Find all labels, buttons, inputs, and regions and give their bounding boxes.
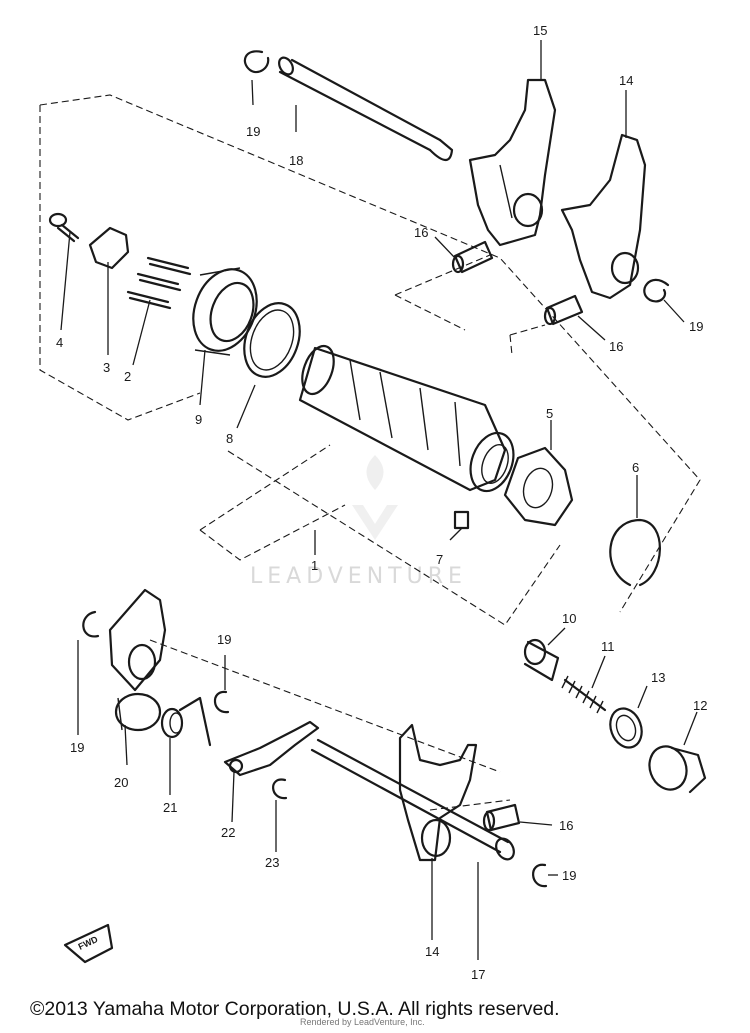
fwd-label: FWD	[77, 934, 100, 952]
callout-19-bottom: 19	[562, 868, 576, 883]
shift-cam-drum-1	[298, 344, 515, 493]
screw-4	[48, 212, 80, 243]
shift-fork-shaft-17	[310, 738, 515, 861]
shift-lever	[108, 588, 167, 692]
callout-8: 8	[226, 431, 233, 446]
callout-20: 20	[114, 775, 128, 790]
callout-11: 11	[601, 639, 615, 654]
shift-fork-shaft-18	[278, 56, 454, 162]
copyright-notice: ©2013 Yamaha Motor Corporation, U.S.A. A…	[30, 998, 560, 1020]
segment-pins-2	[126, 256, 192, 310]
callout-21: 21	[163, 800, 177, 815]
stopper-plate-5	[503, 446, 574, 527]
callout-19-top: 19	[246, 124, 260, 139]
callout-1: 1	[311, 558, 318, 573]
callout-12: 12	[693, 698, 707, 713]
plug-12	[648, 745, 707, 794]
guide-pin-16-a	[451, 240, 494, 274]
circlip-19-right	[643, 278, 670, 303]
callout-9: 9	[195, 412, 202, 427]
callout-10: 10	[562, 611, 576, 626]
callout-3: 3	[103, 360, 110, 375]
torsion-spring-21	[160, 696, 212, 747]
fwd-direction-arrow-icon: FWD	[63, 923, 114, 964]
callout-13: 13	[651, 670, 665, 685]
dowel-pin-7	[453, 510, 470, 530]
callout-22: 22	[221, 825, 235, 840]
callout-19-left: 19	[70, 740, 84, 755]
collar-20	[114, 692, 162, 732]
circlip-19-top	[243, 50, 270, 74]
callout-7: 7	[436, 552, 443, 567]
leadventure-watermark-logo	[352, 455, 398, 540]
callout-numbers: 1 2 3 4 5 6 7 8 9 10 11 12 13 14 14 15 1…	[56, 23, 707, 982]
callout-19-right: 19	[689, 319, 703, 334]
needle-bearing-9	[192, 267, 258, 356]
circlip-19-left	[82, 610, 100, 638]
callout-2: 2	[124, 369, 131, 384]
render-credit: Rendered by LeadVenture, Inc.	[300, 1017, 425, 1027]
shift-fork-14-upper	[560, 133, 647, 300]
callout-15: 15	[533, 23, 547, 38]
stopper-10	[523, 638, 560, 682]
callout-16-b: 16	[609, 339, 623, 354]
circlip-6	[609, 518, 661, 587]
assembly-boundary-lines	[39, 94, 701, 811]
shift-arm-22	[223, 720, 320, 777]
callout-leader-lines	[60, 40, 698, 960]
callout-23: 23	[265, 855, 279, 870]
callout-16-c: 16	[559, 818, 573, 833]
spring-11	[561, 675, 607, 714]
circlip-23	[272, 778, 288, 800]
callout-6: 6	[632, 460, 639, 475]
callout-16-a: 16	[414, 225, 428, 240]
callout-19-mid: 19	[217, 632, 231, 647]
shift-fork-14-lower	[398, 723, 478, 862]
callout-14-upper: 14	[619, 73, 633, 88]
shift-fork-15	[468, 78, 557, 247]
callout-14-lower: 14	[425, 944, 439, 959]
watermark-text: LEADVENTURE	[250, 564, 467, 589]
callout-4: 4	[56, 335, 63, 350]
circlip-19-bottom	[532, 863, 548, 888]
segment-plate-3	[88, 226, 130, 270]
callout-17: 17	[471, 967, 485, 982]
callout-5: 5	[546, 406, 553, 421]
callout-18: 18	[289, 153, 303, 168]
washer-8	[243, 302, 301, 378]
guide-pin-16-c	[482, 803, 521, 832]
washer-13	[609, 707, 643, 749]
guide-pin-16-b	[543, 294, 584, 326]
circlip-19-mid	[213, 690, 230, 714]
